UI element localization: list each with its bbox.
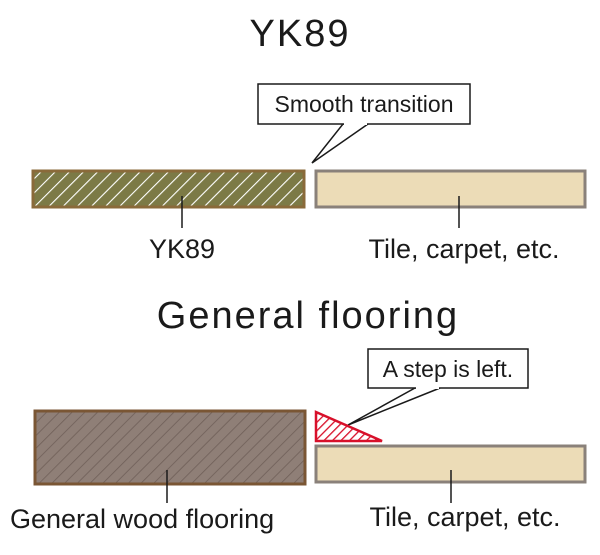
bottom-title: General flooring bbox=[157, 295, 459, 337]
wood-label: General wood flooring bbox=[10, 504, 274, 534]
callout-box bbox=[367, 348, 529, 389]
callout-pointer bbox=[311, 123, 371, 164]
callout-text: Smooth transition bbox=[275, 91, 454, 117]
callout-text: A step is left. bbox=[383, 356, 513, 382]
step-callout: A step is left. bbox=[347, 348, 529, 426]
top-section: YK89 Smooth transition YK89 Tile, carpet… bbox=[31, 13, 587, 264]
callout-box bbox=[257, 83, 471, 125]
yk89-label: YK89 bbox=[149, 234, 215, 264]
callout-pointer bbox=[347, 387, 441, 426]
tile-top-label: Tile, carpet, etc. bbox=[368, 234, 559, 264]
tile-board-top bbox=[314, 169, 587, 209]
bottom-section: General flooring A step is left. General… bbox=[10, 295, 587, 534]
step-gap-marker bbox=[314, 410, 383, 443]
smooth-transition-callout: Smooth transition bbox=[257, 83, 471, 164]
tile-bottom-label: Tile, carpet, etc. bbox=[369, 502, 560, 532]
yk89-board bbox=[31, 169, 306, 209]
top-title: YK89 bbox=[250, 13, 351, 55]
wood-flooring-board bbox=[33, 409, 307, 486]
